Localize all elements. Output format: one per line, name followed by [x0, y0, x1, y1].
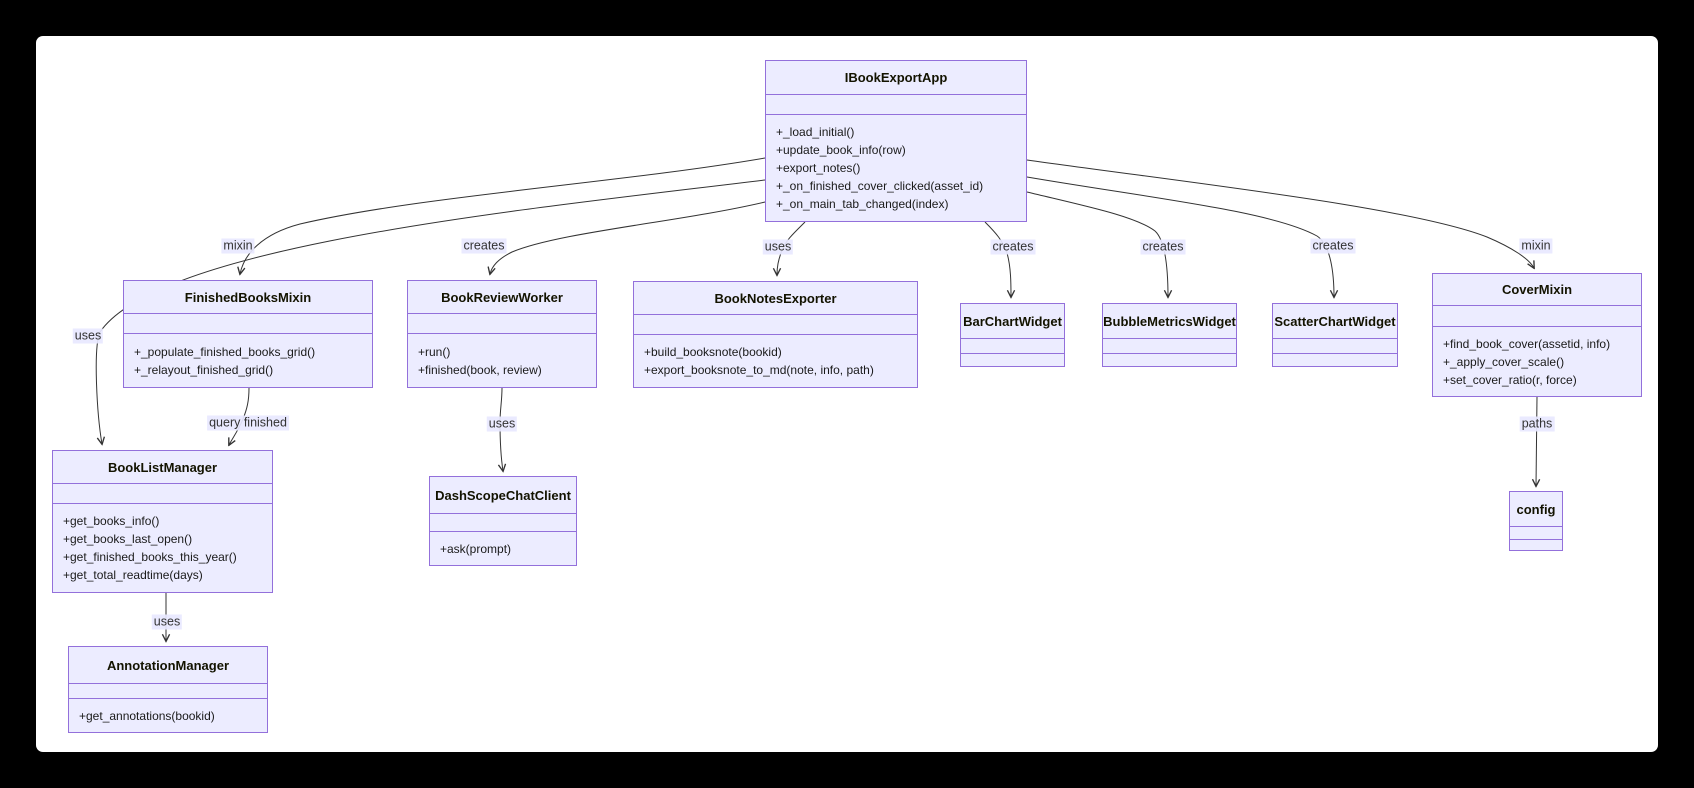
class-methods-compartment: +find_book_cover(assetid, info) +_apply_c… [1433, 326, 1641, 396]
class-method: +get_books_info() [63, 514, 160, 528]
class-method: +get_total_readtime(days) [63, 568, 203, 582]
edge-label-IBookExportApp-to-BubbleMetricsWidget: creates [1140, 239, 1186, 255]
class-methods-compartment: +build_booksnote(bookid) +export_booksnot… [634, 334, 917, 387]
class-title: BubbleMetricsWidget [1103, 313, 1236, 329]
class-attributes-compartment [69, 683, 267, 698]
class-method: +set_cover_ratio(r, force) [1443, 372, 1577, 387]
class-title: BookListManager [107, 459, 218, 475]
class-attributes-compartment [1433, 305, 1641, 326]
class-method: +_apply_cover_scale() [1443, 354, 1565, 369]
class-attributes-compartment [961, 338, 1064, 353]
edge-label-BookReviewWorker-to-DashScopeChatClient: uses [486, 416, 518, 432]
class-node-ScatterChartWidget: ScatterChartWidget [1272, 303, 1398, 367]
class-attributes-compartment [124, 313, 372, 333]
class-attributes-compartment [634, 314, 917, 334]
class-attributes-compartment [408, 313, 596, 333]
edge-label-IBookExportApp-to-ScatterChartWidget: creates [1310, 238, 1356, 254]
class-method: +export_booksnote_to_md(note, info, path… [644, 363, 874, 377]
edge-label-IBookExportApp-to-BarChartWidget: creates [990, 239, 1036, 255]
class-title: FinishedBooksMixin [184, 289, 312, 305]
class-node-BookReviewWorker: BookReviewWorker +run() +finished(book, re… [407, 280, 597, 388]
class-node-IBookExportApp: IBookExportApp +_load_initial() +update_bo… [765, 60, 1027, 222]
class-methods-compartment [1273, 353, 1397, 366]
class-title: CoverMixin [1501, 282, 1573, 297]
edge-label-IBookExportApp-to-FinishedBooksMixin: mixin [221, 238, 255, 254]
class-method: +run() [418, 344, 451, 359]
class-attributes-compartment [53, 483, 272, 503]
class-attributes-compartment [1510, 526, 1562, 539]
edge-label-IBookExportApp-to-BookListManager: uses [72, 328, 104, 344]
class-node-BubbleMetricsWidget: BubbleMetricsWidget [1102, 303, 1237, 367]
edge-label-IBookExportApp-to-BookReviewWorker: creates [461, 238, 507, 254]
class-method: +_on_finished_cover_clicked(asset_id) [776, 179, 984, 193]
edge-label-IBookExportApp-to-BookNotesExporter: uses [762, 239, 794, 255]
class-node-BarChartWidget: BarChartWidget [960, 303, 1065, 367]
class-methods-compartment: +ask(prompt) [430, 531, 576, 565]
class-method: +ask(prompt) [440, 541, 512, 556]
class-methods-compartment [1510, 539, 1562, 550]
class-method: +_relayout_finished_grid() [134, 362, 274, 377]
class-method: +_populate_finished_books_grid() [134, 344, 316, 359]
class-title: IBookExportApp [844, 70, 948, 85]
class-method: +_on_main_tab_changed(index) [776, 197, 949, 211]
class-attributes-compartment [1273, 338, 1397, 353]
class-node-BookNotesExporter: BookNotesExporter +build_booksnote(bookid… [633, 281, 918, 388]
class-methods-compartment [961, 353, 1064, 366]
class-methods-compartment: +run() +finished(book, review) [408, 333, 596, 387]
class-node-FinishedBooksMixin: FinishedBooksMixin +_populate_finished_bo… [123, 280, 373, 388]
class-methods-compartment: +get_books_info() +get_books_last_open() +… [53, 503, 272, 592]
class-method: +finished(book, review) [418, 362, 542, 377]
class-title: BarChartWidget [963, 313, 1062, 329]
edge-label-IBookExportApp-to-CoverMixin: mixin [1519, 238, 1553, 254]
class-node-BookListManager: BookListManager+get_books_info()+get_boo… [52, 450, 273, 593]
class-method: +export_notes() [776, 161, 861, 175]
class-title: AnnotationManager [106, 657, 230, 673]
class-methods-compartment [1103, 353, 1236, 366]
class-node-CoverMixin: CoverMixin +find_book_cover(assetid, info… [1432, 273, 1642, 397]
class-method: +build_booksnote(bookid) [644, 345, 782, 359]
class-method: +get_annotations(bookid) [79, 708, 215, 723]
class-methods-compartment: +get_annotations(bookid) [69, 698, 267, 732]
class-method: +get_books_last_open() [63, 532, 193, 546]
class-title: DashScopeChatClient [435, 487, 571, 503]
edge-label-CoverMixin-to-config: paths [1519, 416, 1555, 432]
class-methods-compartment: +_populate_finished_books_grid() +_relayo… [124, 333, 372, 387]
class-method: +update_book_info(row) [776, 143, 906, 157]
class-method: +get_finished_books_this_year() [63, 550, 237, 564]
class-title: BookReviewWorker [441, 289, 563, 305]
class-node-config: config [1509, 491, 1563, 551]
class-attributes-compartment [430, 513, 576, 531]
class-methods-compartment: +_load_initial() +update_book_info(row) +e… [766, 114, 1026, 221]
class-node-DashScopeChatClient: DashScopeChatClient +ask(prompt) [429, 476, 577, 566]
class-title: BookNotesExporter [714, 290, 837, 306]
class-title: config [1516, 501, 1556, 517]
class-node-AnnotationManager: AnnotationManager +get_annotations(bookid… [68, 646, 268, 733]
class-attributes-compartment [766, 94, 1026, 114]
class-method: +_load_initial() [776, 125, 855, 139]
edge-label-FinishedBooksMixin-to-BookListManager: query finished [207, 415, 289, 431]
edge-label-BookListManager-to-AnnotationManager: uses [151, 614, 183, 630]
class-title: ScatterChartWidget [1274, 313, 1396, 329]
class-method: +find_book_cover(assetid, info) [1443, 336, 1611, 351]
class-attributes-compartment [1103, 338, 1236, 353]
